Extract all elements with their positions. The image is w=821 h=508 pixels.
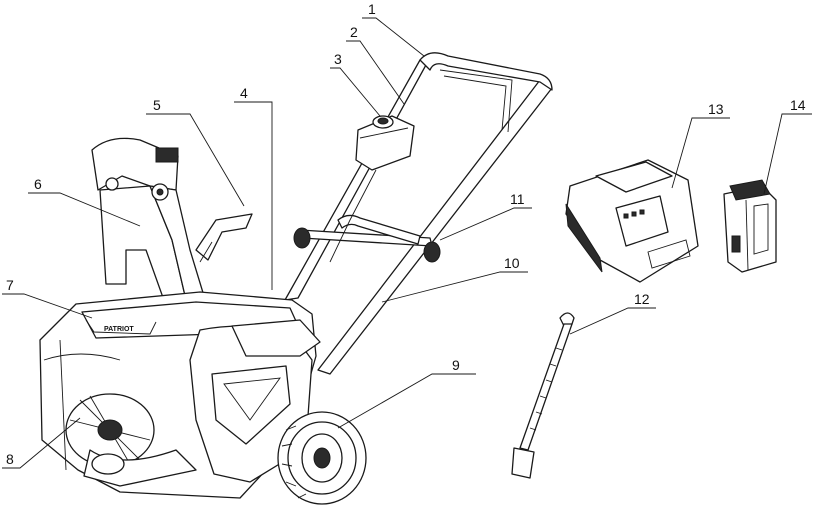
- brand-label: PATRIOT: [104, 326, 134, 333]
- callout-6: 6: [34, 176, 42, 192]
- callout-11: 11: [510, 191, 525, 207]
- callout-7: 7: [6, 277, 14, 293]
- callout-9: 9: [452, 357, 460, 373]
- handle-assembly: [284, 52, 553, 375]
- callout-12: 12: [634, 291, 650, 307]
- callout-2: 2: [350, 24, 358, 40]
- callout-labels: 1 2 3 4 5 6 7 8 9 10 11 12 13 14: [6, 1, 806, 467]
- callout-10: 10: [504, 255, 520, 271]
- callout-3: 3: [334, 51, 342, 67]
- safety-key: [511, 312, 575, 479]
- callout-13: 13: [708, 101, 724, 117]
- chute-assembly: [91, 137, 253, 307]
- leader-lines: [2, 17, 812, 469]
- switch-box: [329, 115, 415, 263]
- callout-14: 14: [790, 97, 806, 113]
- callout-4: 4: [240, 85, 248, 101]
- battery-pack: [723, 179, 777, 273]
- wheel: [277, 411, 367, 505]
- auger: [65, 393, 197, 487]
- callout-1: 1: [368, 1, 376, 17]
- callout-5: 5: [153, 97, 161, 113]
- battery-charger: [565, 159, 699, 283]
- callout-8: 8: [6, 451, 14, 467]
